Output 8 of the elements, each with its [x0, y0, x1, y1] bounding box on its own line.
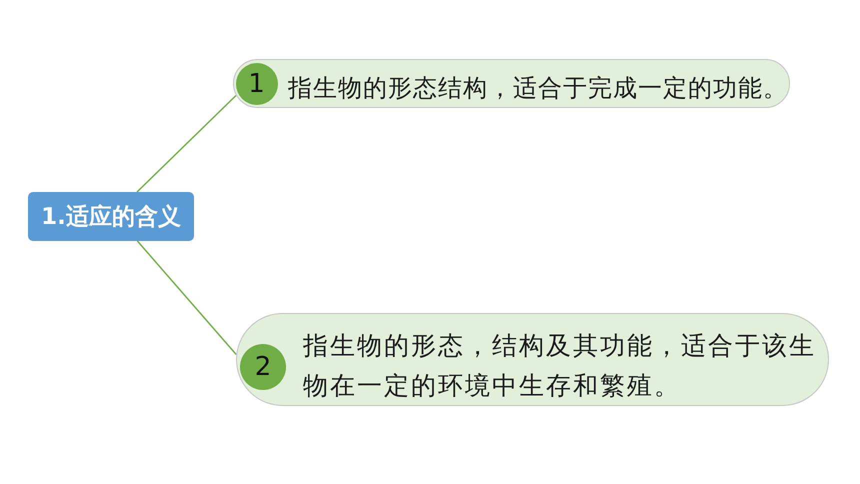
connector-line	[136, 240, 237, 355]
definition-text: 指生物的形态，结构及其功能，适合于该生物在一定的环境中生存和繁殖。	[303, 330, 817, 402]
connector-line	[136, 95, 236, 192]
number-circle: 1	[236, 62, 278, 104]
topic-box: 1.适应的含义	[28, 192, 194, 241]
number-circle: 2	[240, 344, 286, 390]
definition-text: 指生物的形态结构，适合于完成一定的功能。	[288, 73, 788, 103]
rounded-box	[233, 59, 790, 108]
